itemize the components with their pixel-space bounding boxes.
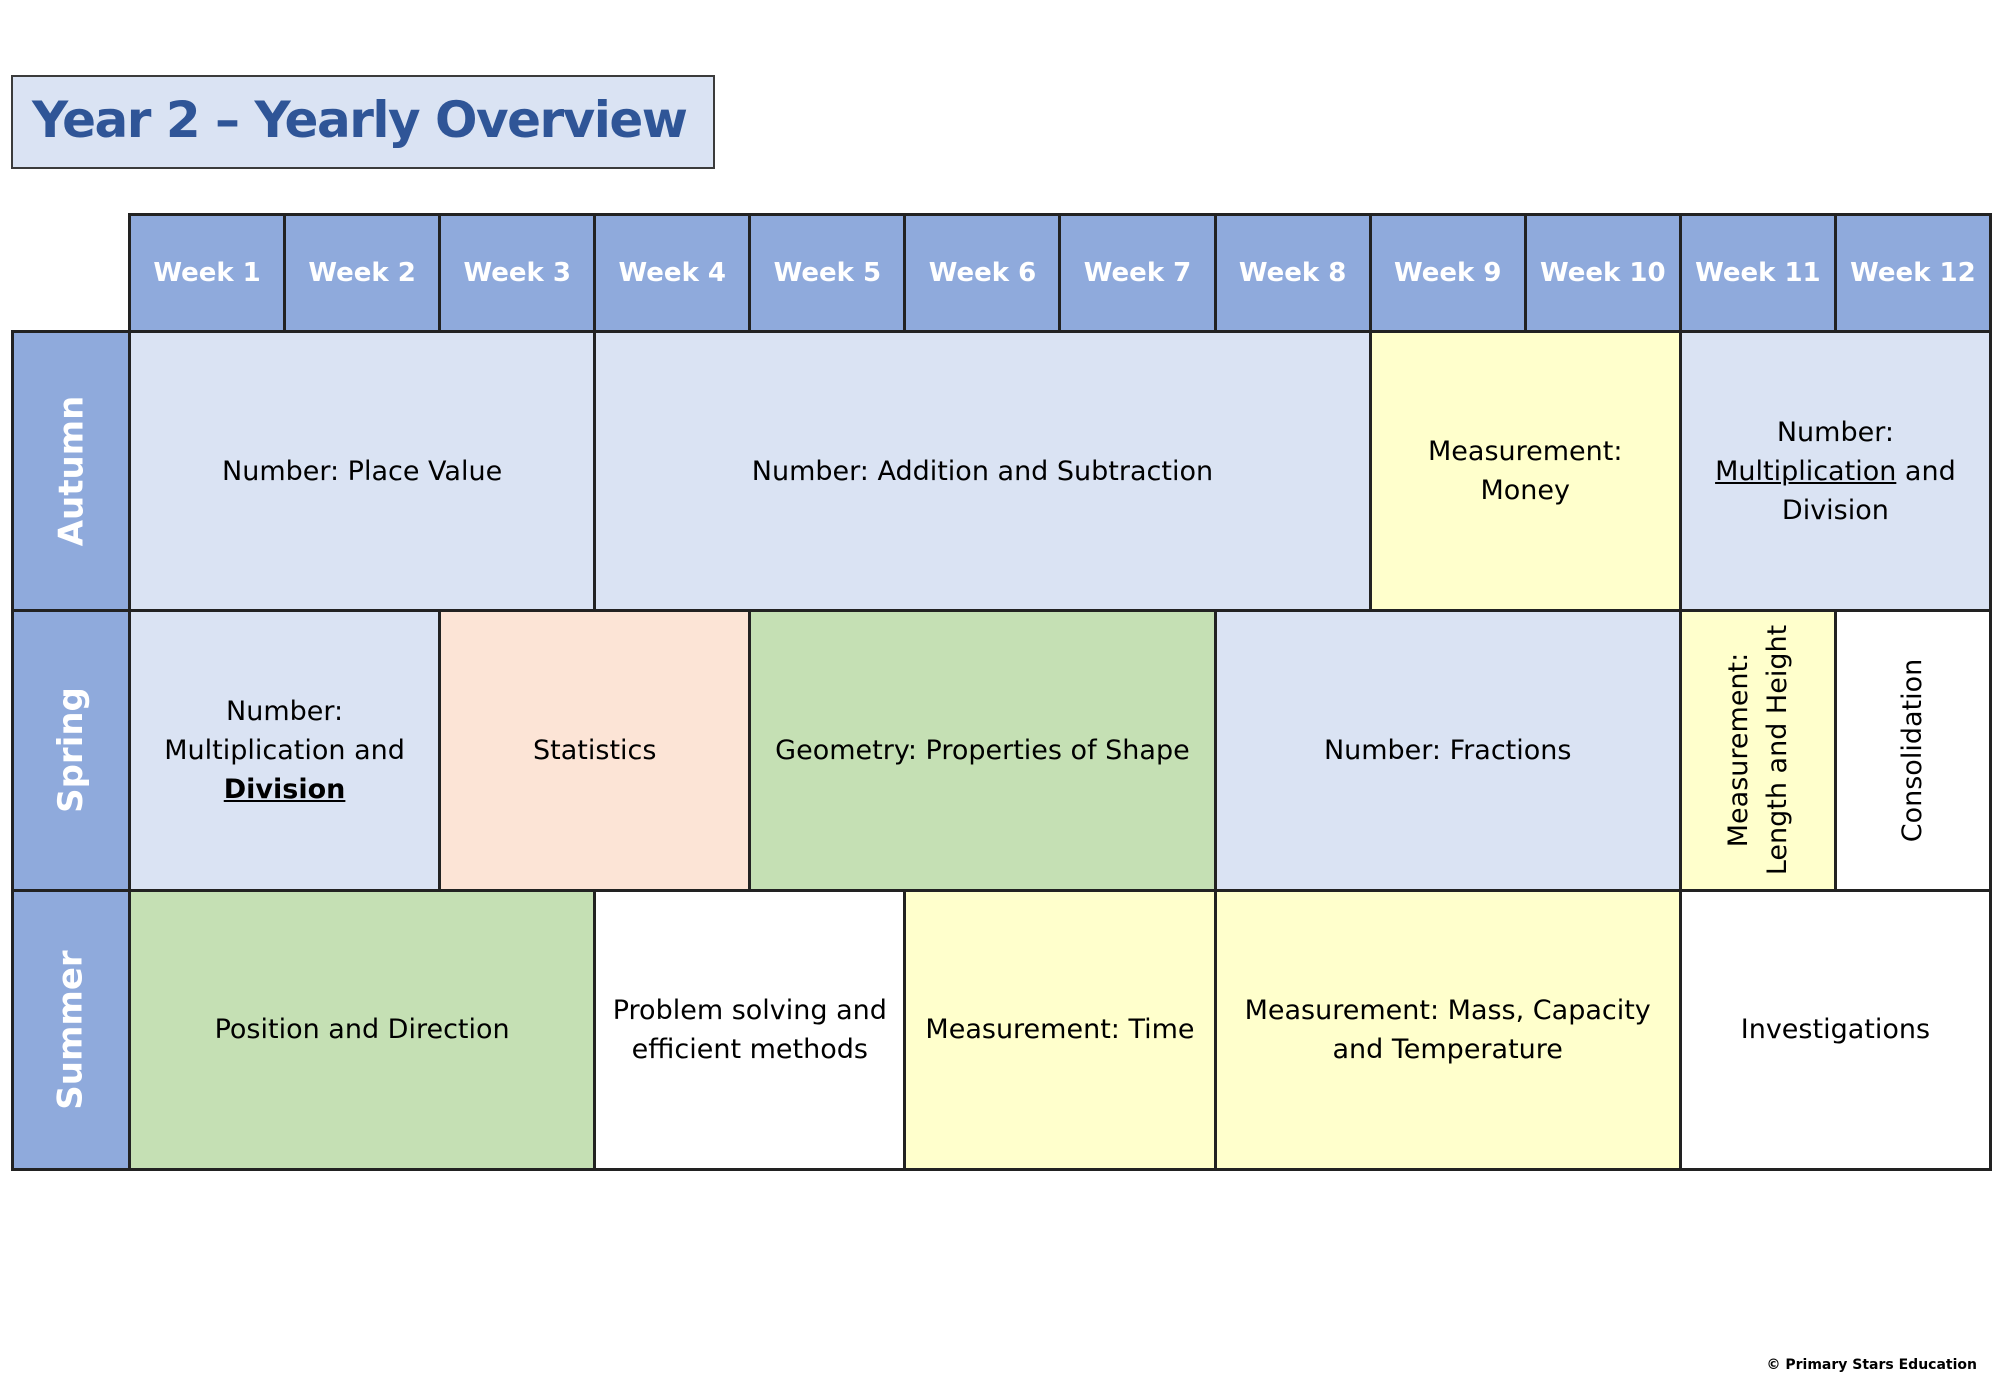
unit-investigations: Investigations [1678,888,1989,1168]
week-header: Week 4 [593,213,749,330]
title-box: Year 2 – Yearly Overview [11,75,715,169]
unit-label-line: Money [1480,475,1570,507]
unit-place-value: Number: Place Value [128,330,594,610]
unit-label-line: Measurement: [1722,653,1754,848]
unit-label-line: Number: [226,695,344,727]
unit-label-line: Division [1781,494,1889,526]
term-label-text: Summer [51,950,91,1110]
unit-label-line-emphasis: Division [223,773,346,805]
week-header: Week 12 [1833,213,1989,330]
unit-position-direction: Position and Direction [128,888,594,1168]
unit-label: Investigations [1740,1014,1931,1046]
term-label-text: Autumn [51,395,92,547]
unit-label-line: Measurement: [1428,436,1623,468]
week-header: Week 10 [1523,213,1679,330]
unit-money: Measurement: Money [1368,330,1679,610]
unit-label-line: and Temperature [1332,1033,1563,1065]
copyright-footer: © Primary Stars Education [1766,1357,1978,1373]
unit-fractions: Number: Fractions [1213,609,1679,889]
unit-consolidation: Consolidation [1833,609,1989,889]
unit-label-line: Multiplication and [1715,452,1956,491]
week-header: Week 5 [748,213,904,330]
week-header: Week 6 [903,213,1059,330]
term-label-summer: Summer [11,888,128,1168]
unit-label: Geometry: Properties of Shape [775,734,1190,766]
unit-label: Measurement: Time [925,1014,1195,1046]
unit-label-line: Multiplication and [164,734,405,766]
grid-corner [11,213,128,330]
unit-geometry-shape: Geometry: Properties of Shape [748,609,1214,889]
unit-label: Number: Addition and Subtraction [751,455,1214,487]
week-header: Week 7 [1058,213,1214,330]
unit-mass-capacity-temperature: Measurement: Mass, Capacity and Temperat… [1213,888,1679,1168]
unit-label: Consolidation [1897,658,1929,843]
term-label-autumn: Autumn [11,330,128,610]
unit-label-line: Length and Height [1761,625,1793,876]
term-label-text: Spring [51,687,92,814]
unit-label: Position and Direction [214,1014,510,1046]
unit-label-fragment: and [1896,455,1956,487]
week-header: Week 2 [283,213,439,330]
unit-label: Number: Place Value [222,455,503,487]
week-header: Week 3 [438,213,594,330]
term-label-spring: Spring [11,609,128,889]
underlined-word: Multiplication [1715,455,1897,487]
page-title: Year 2 – Yearly Overview [32,91,688,149]
unit-label-line: efficient methods [631,1033,868,1065]
week-header: Week 11 [1678,213,1834,330]
week-header: Week 8 [1213,213,1369,330]
unit-multiplication-division-autumn: Number: Multiplication and Division [1678,330,1989,610]
yearly-overview-grid: Week 1 Week 2 Week 3 Week 4 Week 5 Week … [11,213,1992,1171]
week-header: Week 1 [128,213,284,330]
unit-label: Statistics [533,734,657,766]
unit-label: Number: Fractions [1323,734,1572,766]
unit-statistics: Statistics [438,609,749,889]
unit-label-line: Problem solving and [612,994,887,1026]
unit-time: Measurement: Time [903,888,1214,1168]
week-header: Week 9 [1368,213,1524,330]
unit-label-line: Number: [1776,416,1894,448]
unit-length-height: Measurement: Length and Height [1678,609,1834,889]
unit-multiplication-division-spring: Number: Multiplication and Division [128,609,439,889]
unit-addition-subtraction: Number: Addition and Subtraction [593,330,1369,610]
unit-problem-solving: Problem solving and efficient methods [593,888,904,1168]
unit-label-line: Measurement: Mass, Capacity [1244,994,1651,1026]
